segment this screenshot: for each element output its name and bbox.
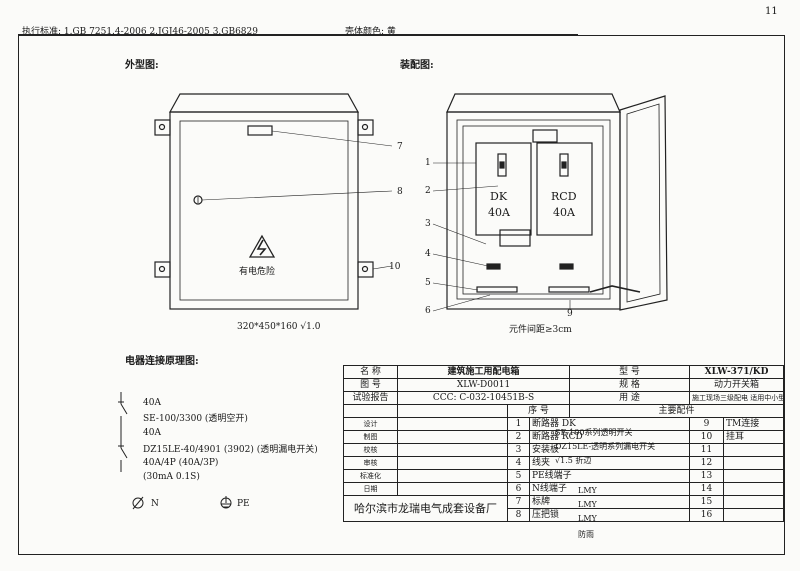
- schematic-line-3: 40A: [143, 428, 161, 438]
- callout-8: 8: [397, 187, 403, 197]
- table-row: 标准化 5 PE线端子 13: [343, 469, 785, 483]
- model-value: XLW-371/KD: [688, 365, 785, 379]
- drawing-label: 图 号: [343, 378, 398, 392]
- schematic-title: 电器连接原理图:: [125, 356, 199, 367]
- drawing-value: XLW-D0011: [397, 378, 570, 392]
- page-number: 11: [765, 6, 778, 17]
- callout-9: 9: [567, 309, 573, 319]
- shell-color-text: 壳体颜色: 黄: [345, 27, 396, 37]
- spacing-note: 元件间距≥3cm: [509, 325, 572, 335]
- callout-3: 3: [425, 219, 431, 229]
- header-rule: [18, 34, 578, 35]
- model-label: 型 号: [569, 365, 690, 379]
- dimensions-label: 320*450*160 √1.0: [237, 322, 321, 332]
- part-3-desc: √1.5 折边: [555, 456, 592, 465]
- spec-value: 动力开关箱: [688, 378, 785, 392]
- report-value: CCC: C-032-10451B-S: [397, 391, 570, 405]
- part-6-desc: LMY: [578, 500, 597, 509]
- warning-label: 有电危险: [239, 267, 276, 277]
- schematic-line-1: 40A: [143, 398, 161, 408]
- rcd-label: RCD: [551, 190, 577, 203]
- dk-label: DK: [490, 190, 508, 203]
- dk-rating: 40A: [488, 206, 510, 219]
- part-5-desc: LMY: [578, 486, 597, 495]
- schematic-line-5: 40A/4P (40A/3P): [143, 458, 219, 468]
- callout-10: 10: [389, 262, 401, 272]
- seq-label: 序 号: [507, 404, 570, 418]
- title-block-table: 名 称 建筑施工用配电箱 型 号 XLW-371/KD 图 号 XLW-D001…: [343, 365, 785, 522]
- report-label: 试验报告: [343, 391, 398, 405]
- pe-label: PE: [237, 499, 250, 509]
- table-row: 日期 6 N线端子 14: [343, 482, 785, 496]
- schematic-line-4: DZ15LE-40/4901 (3902) (透明漏电开关): [143, 445, 318, 455]
- drawing-frame: [18, 35, 785, 555]
- name-value: 建筑施工用配电箱: [397, 365, 570, 379]
- assembly-title: 装配图:: [400, 60, 434, 71]
- part-1-desc: SE-100系列透明开关: [555, 428, 633, 437]
- use-value: 施工现场三级配电 适用中小型设备: [688, 391, 785, 405]
- n-label: N: [151, 499, 159, 509]
- use-label: 用 途: [569, 391, 690, 405]
- schematic-line-2: SE-100/3300 (透明空开): [143, 414, 248, 424]
- callout-6: 6: [425, 306, 431, 316]
- part-7-desc: LMY: [578, 514, 597, 523]
- callout-4: 4: [425, 249, 431, 259]
- table-row: 8 压把锁 16: [344, 508, 785, 522]
- exterior-title: 外型图:: [125, 60, 159, 71]
- schematic-line-6: (30mA 0.1S): [143, 472, 200, 482]
- name-label: 名 称: [343, 365, 398, 379]
- callout-7: 7: [397, 142, 403, 152]
- standards-text: 执行标准: 1.GB 7251.4-2006 2.JGJ46-2005 3.GB…: [22, 27, 258, 37]
- table-row: 哈尔滨市龙瑞电气成套设备厂 7 标牌 15: [343, 495, 785, 522]
- callout-5: 5: [425, 278, 431, 288]
- callout-1: 1: [425, 158, 431, 168]
- main-parts-label: 主要配件: [568, 404, 785, 418]
- spec-label: 规 格: [569, 378, 690, 392]
- company-name: 哈尔滨市龙瑞电气成套设备厂: [343, 495, 508, 522]
- part-8-desc: 防雨: [578, 530, 594, 539]
- rcd-rating: 40A: [553, 206, 575, 219]
- part-2-desc: DZ15LE-透明系列漏电开关: [555, 442, 656, 451]
- callout-2: 2: [425, 186, 431, 196]
